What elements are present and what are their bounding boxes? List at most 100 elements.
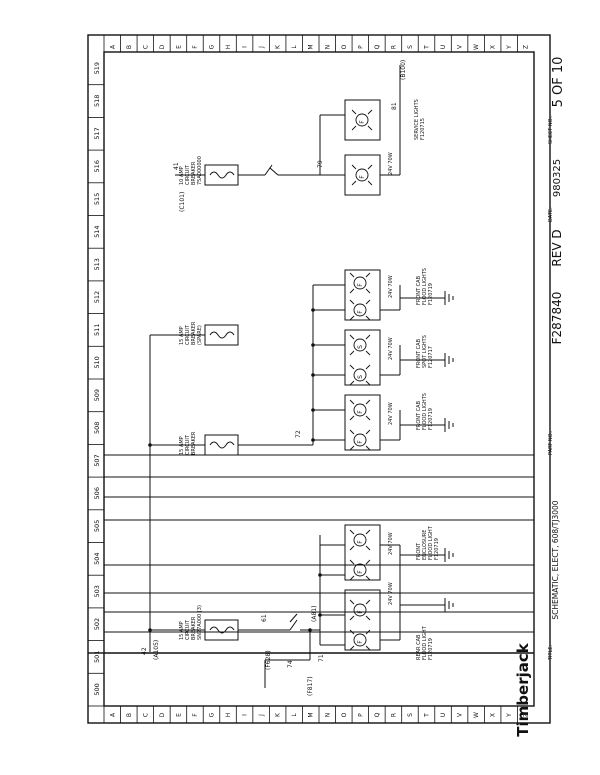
- lamp-letter: F: [357, 640, 364, 644]
- front-cab-flood-light-label: FLOOD LIGHTS: [422, 393, 428, 430]
- lamp-symbol: S: [349, 334, 371, 356]
- service-light-label: F120715: [420, 118, 426, 140]
- breaker-3-label: (SPARE): [197, 325, 203, 345]
- part-number: F287840: [550, 292, 564, 345]
- ground-symbols: [444, 291, 454, 612]
- lamp-symbol: F: [349, 559, 371, 581]
- front-cab-flood-light-label: FRONT CAB: [416, 400, 422, 430]
- grid-column-label: 510: [93, 356, 101, 368]
- front-cab-spot-light-label: SPOT LIGHTS: [422, 335, 428, 368]
- wire-b100-label: (B100): [400, 60, 407, 80]
- front-enclosure-light-label: FLOOD LIGHT: [428, 525, 434, 560]
- lamp-symbol: F: [351, 109, 373, 131]
- grid-row-label-bottom: Z: [523, 713, 530, 717]
- grid-column-label: 503: [93, 585, 101, 597]
- grid-row-label-top: F: [192, 45, 199, 49]
- front-cab-flood-light-2-label: FRONT CAB: [416, 275, 422, 305]
- grid-row-label-top: C: [142, 45, 149, 49]
- lamp-letter: F: [357, 570, 364, 574]
- grid-column-label: 515: [93, 193, 101, 205]
- grid-row-label-bottom: H: [225, 713, 232, 718]
- grid-column-label: 501: [93, 651, 101, 663]
- lamp-symbol: F: [349, 629, 371, 651]
- wire-labels: 42 (A105) 74 (F628) (F817) 71 61 (A81) 7…: [141, 60, 407, 696]
- rear-cab-light-label: F120719: [428, 638, 434, 660]
- front-enclosure-light-label: F120719: [434, 538, 440, 560]
- date-label: DATE:: [548, 207, 554, 222]
- grid-row-label-bottom: F: [192, 713, 199, 717]
- front-cab-spot-light-label: F120717: [428, 346, 434, 368]
- lamp-letter: F: [357, 610, 364, 614]
- grid-row-label-bottom: R: [390, 713, 397, 717]
- grid-row-label-top: E: [175, 45, 182, 49]
- grid-row-label-top: R: [390, 45, 397, 49]
- rear-cab-light-label: FLOOD LIGHT: [422, 625, 428, 660]
- lamp-letter: F: [357, 440, 364, 444]
- lamp-symbol: F: [349, 399, 371, 421]
- lamp-rating-label: 24V 70W: [388, 152, 394, 175]
- breaker-1-label: 15 AMP: [179, 621, 185, 640]
- grid-row-label-top: G: [209, 44, 216, 49]
- grid-column-label: 502: [93, 618, 101, 630]
- grid-column-label: 509: [93, 389, 101, 401]
- grid-row-label-top: N: [324, 45, 331, 50]
- grid-row-label-bottom: C: [142, 713, 149, 717]
- grid-column-label: 500: [93, 683, 101, 695]
- front-cab-flood-light-2-label: FLOOD LIGHTS: [422, 268, 428, 305]
- sheet-number: 5 OF 10: [551, 57, 566, 108]
- grid-row-label-bottom: U: [440, 713, 447, 717]
- lamp-symbol: F: [349, 429, 371, 451]
- grid-row-label-bottom: J: [258, 714, 265, 717]
- grid-row-label-bottom: N: [324, 713, 331, 718]
- wiring: [149, 65, 445, 688]
- wire-f628-label: (F628): [265, 650, 272, 670]
- front-cab-flood-light-2-label: F120719: [428, 283, 434, 305]
- lamp-letter: F: [357, 283, 364, 287]
- grid-row-label-top: P: [357, 45, 364, 49]
- grid-row-label-bottom: I: [242, 714, 249, 716]
- grid-column-label: 506: [93, 487, 101, 499]
- grid-row-label-top: U: [440, 45, 447, 49]
- grid-row-label-top: I: [242, 46, 249, 48]
- front-cab-flood-light-label: F120719: [428, 408, 434, 430]
- grid-row-label-top: Q: [374, 44, 381, 49]
- grid-row-label-bottom: Q: [374, 712, 381, 717]
- grid-row-label-top: S: [407, 45, 414, 49]
- lamp-symbol: S: [349, 364, 371, 386]
- grid-column-label: 504: [93, 552, 101, 564]
- lamp-letter: F: [357, 410, 364, 414]
- breaker-3-label: CIRCUIT: [185, 324, 191, 345]
- front-enclosure-light-label: FRONT: [416, 542, 422, 560]
- lamp-rating-label: 24V 70W: [388, 402, 394, 425]
- breaker-2-label: 15 AMP: [179, 436, 185, 455]
- lamp-symbol: F: [349, 299, 371, 321]
- grid-row-label-top: A: [109, 44, 116, 49]
- title-label: TITLE:: [548, 644, 554, 661]
- breaker-1-label: BREAKER: [191, 616, 197, 640]
- breaker-4-label: BREAKER: [191, 161, 197, 185]
- grid-row-label-bottom: K: [275, 712, 282, 717]
- wire-a105-label: (A105): [153, 640, 160, 660]
- lamp-symbol: F: [351, 164, 373, 186]
- grid-column-label: 514: [93, 225, 101, 237]
- breaker-1-label: CIRCUIT: [185, 619, 191, 640]
- breaker-2-label: CIRCUIT: [185, 434, 191, 455]
- wire-f817-label: (F817): [307, 676, 314, 696]
- lamp-symbol: F: [349, 599, 371, 621]
- grid-column-label: 516: [93, 160, 101, 172]
- grid-row-label-top: L: [291, 45, 298, 49]
- lamp-rating-label: 24V 70W: [388, 275, 394, 298]
- grid-row-label-top: O: [341, 44, 348, 49]
- grid-row-label-top: W: [473, 44, 480, 50]
- grid-row-label-bottom: W: [473, 712, 480, 718]
- grid-row-label-bottom: A: [109, 712, 116, 717]
- grid-row-label-top: Z: [523, 45, 530, 49]
- breaker-1-label: SN27A000 (3): [197, 605, 203, 640]
- rear-cab-light-label: REAR CAB: [416, 634, 422, 660]
- brand-logo: Timberjack: [514, 642, 532, 736]
- grid-row-label-bottom: L: [291, 713, 298, 717]
- grid-row-label-top: V: [457, 44, 464, 49]
- front-enclosure-light-label: ENCLOSURE: [422, 530, 428, 560]
- lamp-rating-label: 24V 70W: [388, 337, 394, 360]
